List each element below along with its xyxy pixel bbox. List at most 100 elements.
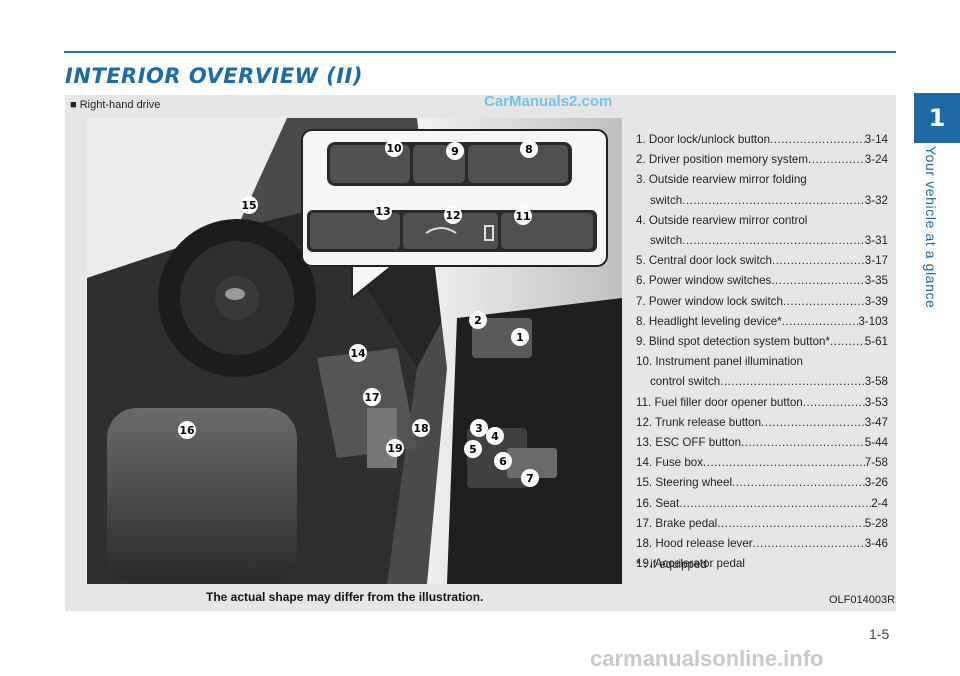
list-item: 7. Power window lock switch 3-39 — [636, 292, 888, 312]
item-page: 3-58 — [864, 375, 888, 389]
svg-text:16: 16 — [179, 424, 195, 437]
svg-text:2: 2 — [474, 314, 482, 327]
list-item: 2. Driver position memory system 3-24 — [636, 150, 888, 170]
callout-8: 8 — [520, 140, 538, 158]
list-item: 10. Instrument panel illumination — [636, 352, 888, 372]
item-page: 3-14 — [864, 133, 888, 146]
item-name-cont: switch — [650, 234, 683, 248]
interior-illustration: 10 9 8 13 12 11 15 2 1 14 17 16 18 19 3 … — [87, 118, 622, 584]
item-name: 19. Accelerator pedal — [636, 557, 745, 571]
figure-code: OLF014003R — [829, 594, 896, 606]
item-name: 11. Fuel filler door opener button — [636, 395, 803, 409]
figure-caption: The actual shape may differ from the ill… — [206, 590, 484, 604]
callout-10: 10 — [385, 139, 403, 157]
callout-12: 12 — [444, 206, 462, 224]
list-item: 5. Central door lock switch 3-17 — [636, 251, 888, 271]
svg-text:5: 5 — [469, 443, 477, 456]
list-item: 11. Fuel filler door opener button 3-53 — [636, 393, 888, 413]
svg-text:4: 4 — [491, 430, 499, 443]
item-page: 3-103 — [858, 314, 888, 328]
item-name: 10. Instrument panel illumination — [636, 355, 803, 369]
item-page: 5-28 — [864, 516, 888, 530]
list-item: 14. Fuse box 7-58 — [636, 453, 888, 473]
item-page: 3-35 — [864, 274, 888, 288]
item-page: 3-24 — [864, 153, 888, 167]
list-item: 4. Outside rearview mirror control — [636, 211, 888, 231]
svg-text:14: 14 — [350, 347, 366, 360]
item-name: 13. ESC OFF button — [636, 436, 742, 450]
item-page: 7-58 — [864, 456, 888, 470]
item-name-cont: control switch — [650, 375, 721, 389]
watermark-top: CarManuals2.com — [484, 93, 613, 110]
item-page: 3-53 — [864, 395, 888, 409]
item-page: 3-32 — [864, 193, 888, 207]
callout-5: 5 — [464, 440, 482, 458]
callout-16: 16 — [178, 421, 196, 439]
page-number: 1-5 — [869, 626, 890, 642]
list-item: 8. Headlight leveling device* 3-103 — [636, 312, 888, 332]
drive-note: ■ Right-hand drive — [70, 99, 161, 111]
callout-1: 1 — [511, 328, 529, 346]
svg-text:3: 3 — [475, 422, 483, 435]
svg-text:1: 1 — [516, 331, 524, 344]
svg-text:18: 18 — [413, 422, 428, 435]
item-name: 4. Outside rearview mirror control — [636, 213, 808, 227]
callout-17: 17 — [363, 388, 381, 406]
page-title: INTERIOR OVERVIEW (II) — [65, 64, 363, 88]
item-page: 3-26 — [864, 476, 888, 490]
component-list: 1. Door lock/unlock button 3-142. Driver… — [636, 130, 888, 574]
list-item: 16. Seat 2-4 — [636, 494, 888, 514]
list-item: 1. Door lock/unlock button 3-14 — [636, 130, 888, 150]
svg-text:9: 9 — [451, 145, 459, 158]
list-item: 13. ESC OFF button 5-44 — [636, 433, 888, 453]
callout-11: 11 — [514, 207, 532, 225]
item-name: 6. Power window switches — [636, 274, 772, 288]
callouts: 10 9 8 13 12 11 15 2 1 14 17 16 18 19 3 … — [178, 139, 539, 487]
list-item: 15. Steering wheel 3-26 — [636, 473, 888, 493]
svg-text:6: 6 — [499, 455, 507, 468]
item-page: 5-44 — [864, 436, 888, 450]
svg-text:10: 10 — [386, 142, 402, 155]
list-item: 19. Accelerator pedal — [636, 554, 888, 574]
list-item: 3. Outside rearview mirror folding — [636, 170, 888, 190]
callout-2: 2 — [469, 311, 487, 329]
item-page: 3-39 — [864, 294, 888, 308]
item-name: 1. Door lock/unlock button — [636, 133, 771, 146]
item-page: 3-31 — [864, 234, 888, 248]
callout-13: 13 — [374, 202, 392, 220]
callout-9: 9 — [446, 142, 464, 160]
item-name: 2. Driver position memory system — [636, 153, 809, 167]
header-rule — [64, 51, 896, 53]
list-item-continuation: switch 3-31 — [636, 231, 888, 251]
callout-19: 19 — [386, 439, 404, 457]
list-item-continuation: switch 3-32 — [636, 191, 888, 211]
svg-text:12: 12 — [445, 209, 460, 222]
callout-4: 4 — [486, 427, 504, 445]
item-page: 3-46 — [864, 537, 888, 551]
svg-text:17: 17 — [364, 391, 379, 404]
chapter-label: Your vehicle at a glance — [923, 146, 939, 309]
footnote: * : if equipped — [636, 558, 707, 571]
chapter-tab: 1 — [914, 93, 960, 143]
list-item: 9. Blind spot detection system button*5-… — [636, 332, 888, 352]
svg-text:7: 7 — [526, 472, 534, 485]
callout-18: 18 — [412, 419, 430, 437]
callout-15: 15 — [240, 196, 258, 214]
watermark-bottom: carmanualsonline.info — [590, 646, 824, 671]
list-item: 18. Hood release lever 3-46 — [636, 534, 888, 554]
list-item: 6. Power window switches 3-35 — [636, 271, 888, 291]
callout-6: 6 — [494, 452, 512, 470]
svg-text:15: 15 — [241, 199, 256, 212]
item-page: 2-4 — [871, 496, 888, 510]
item-name: 3. Outside rearview mirror folding — [636, 173, 807, 187]
item-name: 15. Steering wheel — [636, 476, 733, 490]
item-name-cont: switch — [650, 193, 683, 207]
item-name: 9. Blind spot detection system button* — [636, 335, 830, 349]
list-item: 12. Trunk release button 3-47 — [636, 413, 888, 433]
item-name: 16. Seat — [636, 496, 680, 510]
item-page: 3-17 — [864, 254, 888, 268]
callout-3: 3 — [470, 419, 488, 437]
item-name: 14. Fuse box — [636, 456, 704, 470]
callout-7: 7 — [521, 469, 539, 487]
item-name: 8. Headlight leveling device* — [636, 314, 782, 328]
